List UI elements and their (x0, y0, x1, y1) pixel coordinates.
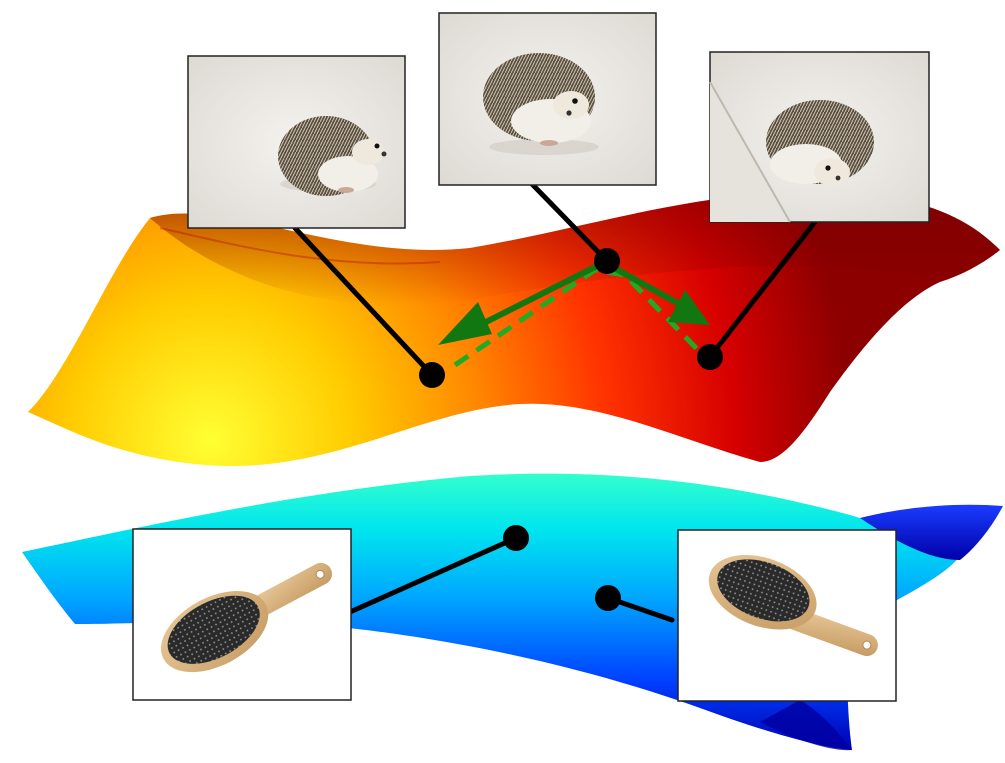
hairbrush-image-1 (133, 529, 351, 700)
point-hedgehog-1 (419, 362, 445, 388)
hedgehog-image-3 (710, 52, 929, 222)
point-hedgehog-3 (697, 344, 723, 370)
point-hairbrush-1 (503, 525, 529, 551)
hedgehog-image-1 (188, 56, 405, 228)
point-hedgehog-2 (594, 248, 620, 274)
point-hairbrush-2 (595, 585, 621, 611)
hedgehog-image-2 (439, 13, 656, 185)
hedgehog-manifold (28, 192, 1000, 466)
hairbrush-image-2 (678, 530, 896, 701)
